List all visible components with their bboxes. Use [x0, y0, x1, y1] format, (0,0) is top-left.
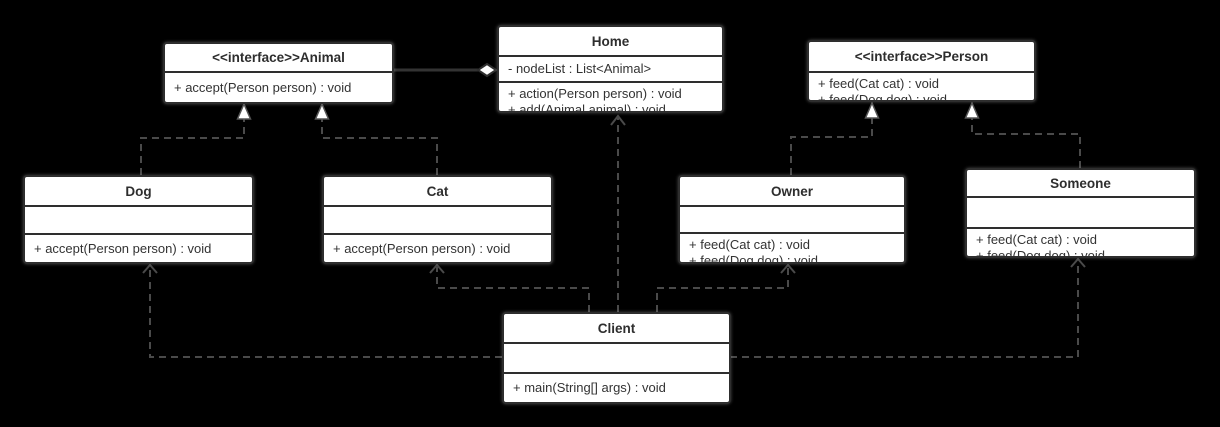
edge-realization-someone-person[interactable] — [964, 101, 1081, 168]
hollow-diamond-arrowhead — [476, 62, 498, 78]
class-client-title: Client — [597, 320, 636, 336]
class-someone-attributes — [967, 196, 1194, 227]
hollow-triangle-arrowhead — [314, 102, 330, 120]
class-home-methods: + action(Person person) : void + add(Ani… — [499, 81, 722, 111]
open-arrowhead — [780, 263, 796, 274]
edge-aggregation-animal-home[interactable] — [394, 62, 498, 78]
class-animal[interactable]: <<interface>>Animal + accept(Person pers… — [163, 42, 394, 104]
edge-dependency-client-dog[interactable] — [142, 263, 502, 358]
class-dog-methods: + accept(Person person) : void — [25, 233, 252, 262]
open-arrowhead — [610, 114, 626, 126]
edge-realization-owner-person[interactable] — [790, 101, 880, 175]
method: + main(String[] args) : void — [513, 380, 666, 395]
class-animal-methods: + accept(Person person) : void — [165, 71, 392, 102]
open-arrowhead — [1070, 257, 1086, 268]
class-owner-title: Owner — [770, 183, 813, 199]
class-client-methods: + main(String[] args) : void — [504, 372, 729, 402]
class-client-attributes — [504, 342, 729, 372]
class-person-methods: + feed(Cat cat) : void + feed(Dog dog) :… — [809, 71, 1034, 100]
hollow-triangle-arrowhead — [964, 101, 980, 119]
class-animal-title: <<interface>>Animal — [212, 50, 345, 65]
method: + feed(Dog dog) : void — [976, 248, 1105, 256]
class-dog-title: Dog — [125, 183, 152, 199]
method: + feed(Cat cat) : void — [818, 76, 940, 91]
method: + accept(Person person) : void — [34, 240, 212, 256]
hollow-triangle-arrowhead — [864, 101, 880, 119]
method: + feed(Cat cat) : void — [976, 232, 1098, 247]
class-cat-title: Cat — [426, 183, 449, 199]
class-home-title: Home — [591, 33, 630, 49]
edge-dependency-client-cat[interactable] — [429, 263, 590, 312]
class-someone[interactable]: Someone + feed(Cat cat) : void + feed(Do… — [965, 168, 1196, 258]
class-owner-methods: + feed(Cat cat) : void + feed(Dog dog) :… — [680, 232, 904, 262]
class-dog-attributes — [25, 205, 252, 233]
edge-dependency-client-home[interactable] — [610, 114, 626, 312]
class-client[interactable]: Client + main(String[] args) : void — [502, 312, 731, 404]
class-owner[interactable]: Owner + feed(Cat cat) : void + feed(Dog … — [678, 175, 906, 264]
class-dog[interactable]: Dog + accept(Person person) : void — [23, 175, 254, 264]
class-someone-title: Someone — [1050, 175, 1111, 191]
edge-dependency-client-owner[interactable] — [656, 263, 796, 312]
method: + add(Animal animal) : void — [508, 102, 666, 111]
edge-realization-cat-animal[interactable] — [314, 102, 438, 175]
class-cat-methods: + accept(Person person) : void — [324, 233, 551, 262]
open-arrowhead — [429, 263, 445, 274]
open-arrowhead — [142, 263, 158, 274]
method: + accept(Person person) : void — [333, 240, 511, 256]
method: + accept(Person person) : void — [174, 79, 352, 95]
edge-realization-dog-animal[interactable] — [140, 102, 252, 175]
class-owner-attributes — [680, 205, 904, 232]
class-home-attributes: - nodeList : List<Animal> — [499, 55, 722, 81]
method: + feed(Dog dog) : void — [818, 92, 947, 100]
method: + action(Person person) : void — [508, 86, 682, 101]
class-person-title: <<interface>>Person — [854, 49, 989, 64]
class-cat-attributes — [324, 205, 551, 233]
class-person[interactable]: <<interface>>Person + feed(Cat cat) : vo… — [807, 40, 1036, 102]
class-someone-methods: + feed(Cat cat) : void + feed(Dog dog) :… — [967, 227, 1194, 256]
class-home[interactable]: Home - nodeList : List<Animal> + action(… — [497, 25, 724, 113]
hollow-triangle-arrowhead — [236, 102, 252, 120]
class-cat[interactable]: Cat + accept(Person person) : void — [322, 175, 553, 264]
method: + feed(Cat cat) : void — [689, 237, 811, 252]
method: + feed(Dog dog) : void — [689, 253, 818, 262]
edge-dependency-client-someone[interactable] — [730, 257, 1086, 358]
attribute: - nodeList : List<Animal> — [508, 61, 652, 76]
